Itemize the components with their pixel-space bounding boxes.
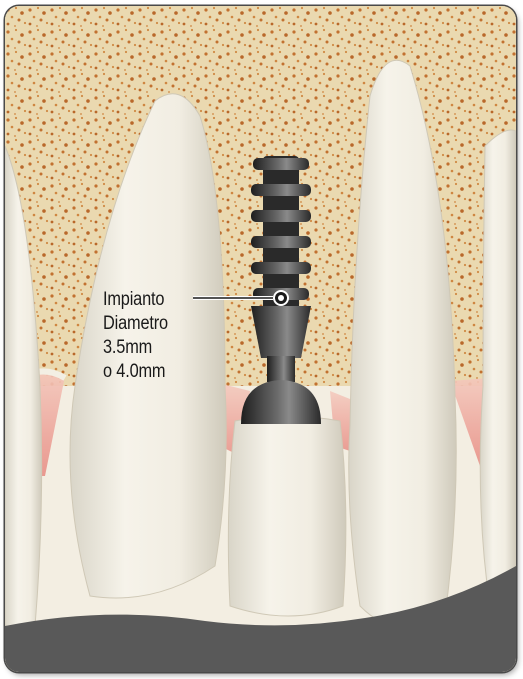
dental-implant-illustration (5, 6, 516, 672)
label-line-1: Impianto (103, 288, 168, 312)
label-line-2: Diametro (103, 312, 168, 336)
label-line-3: 3.5mm (103, 336, 168, 360)
tooth-far-right (480, 130, 516, 626)
label-line-4: o 4.0mm (103, 360, 168, 384)
implant-label: Impianto Diametro 3.5mm o 4.0mm (103, 288, 168, 384)
illustration-frame: Impianto Diametro 3.5mm o 4.0mm (5, 6, 516, 672)
implant-crown (228, 416, 346, 616)
